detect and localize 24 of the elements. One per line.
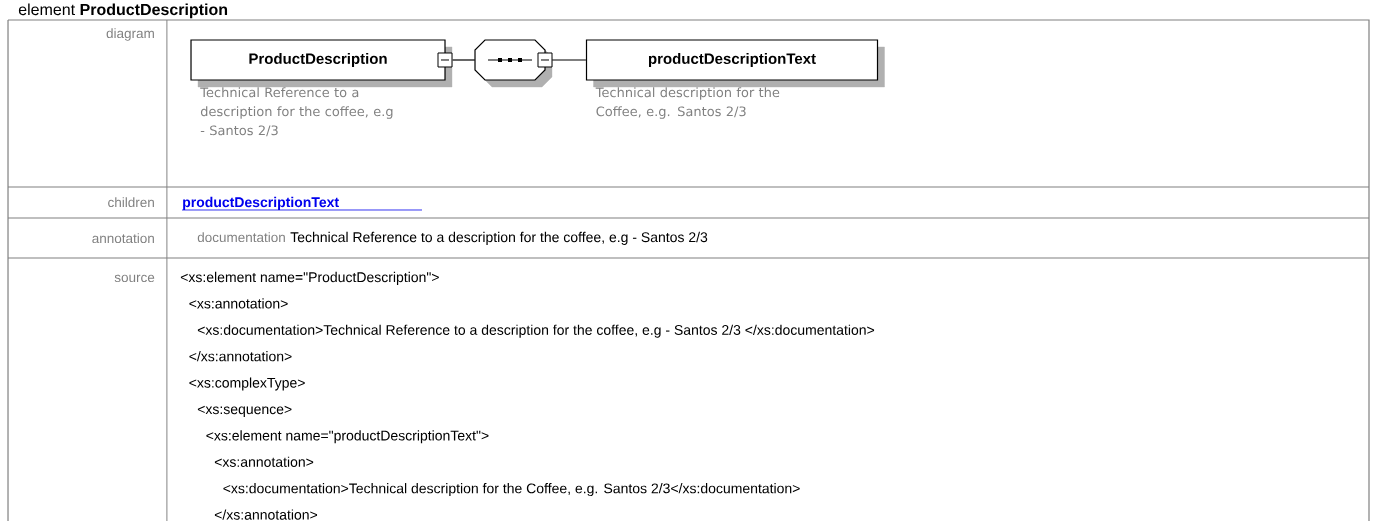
code-line: <xs:sequence> — [197, 405, 292, 417]
connector-line — [452, 59, 476, 61]
code-line: <xs:documentation>Technical description for the Coffee, e.g. Santos 2/3</xs:documentation> — [223, 483, 800, 497]
row-header: children — [108, 197, 154, 208]
link: productDescriptionText — [183, 196, 339, 210]
description-text: Technical description for the Coffee, e.g. Santos 2/3 — [595, 87, 780, 119]
code-line: <xs:annotation> — [214, 456, 314, 467]
code-line: <xs:complexType> — [189, 377, 305, 391]
row-header: annotation — [92, 233, 154, 244]
code-line: <xs:annotation> — [189, 298, 288, 309]
heading: element ProductDescription — [18, 3, 228, 19]
description-text: Technical Reference to a description for the coffee, e.g - Santos 2/3 — [200, 87, 393, 137]
connector-line — [551, 59, 587, 61]
row-header: diagram — [106, 28, 154, 41]
element-box: productDescriptionText — [585, 39, 885, 88]
code-line: </xs:annotation> — [214, 509, 318, 520]
element-box: ProductDescription — [190, 39, 453, 88]
code-line: <xs:element name="ProductDescription"> — [180, 271, 439, 285]
row-header: source — [114, 274, 155, 283]
code-line: </xs:annotation> — [189, 351, 292, 362]
annotation-text: Technical Reference to a description for the coffee, e.g - Santos 2/3 — [290, 231, 708, 245]
code-line: <xs:element name="productDescriptionText"> — [206, 430, 489, 444]
field-name: documentation — [197, 232, 285, 243]
code-line: <xs:documentation>Technical Reference to a description for the coffee, e.g - Santos 2/3 </xs:documentation> — [197, 324, 875, 338]
